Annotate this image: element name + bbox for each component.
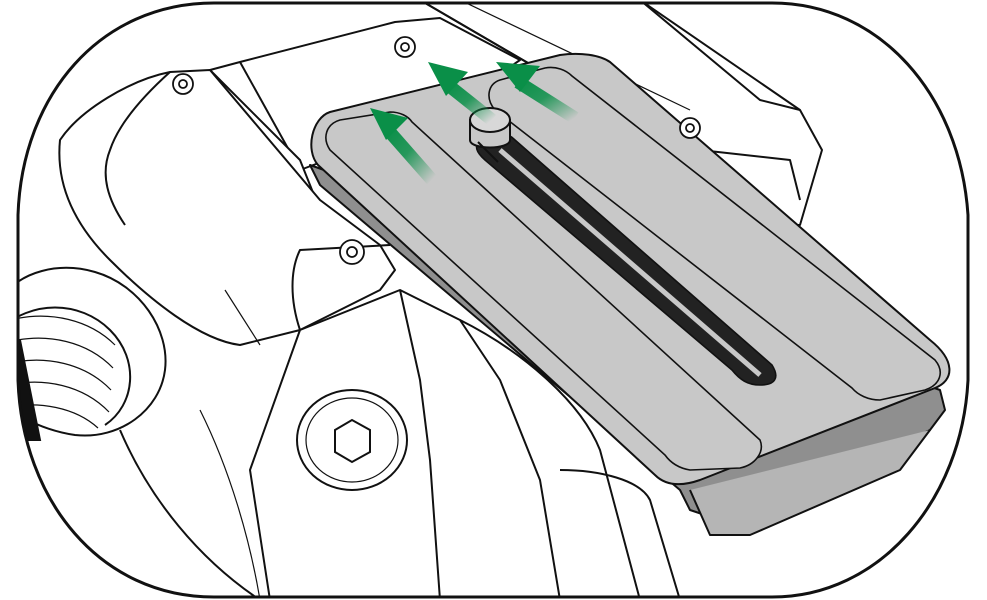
- arrow-left: [370, 108, 437, 185]
- cap-screws: [172, 36, 701, 265]
- knob-block: [58, 69, 396, 346]
- direction-arrows: [370, 62, 579, 185]
- arrow-right: [496, 62, 579, 124]
- hex-socket-screw: [296, 389, 408, 491]
- slot-inner-edge: [498, 148, 762, 377]
- plate-rail-left: [325, 111, 762, 471]
- plate-rail-right: [488, 66, 941, 401]
- plate-dovetail-edge: [689, 429, 931, 536]
- arrow-middle: [428, 62, 497, 126]
- frame-outline: [16, 1, 970, 599]
